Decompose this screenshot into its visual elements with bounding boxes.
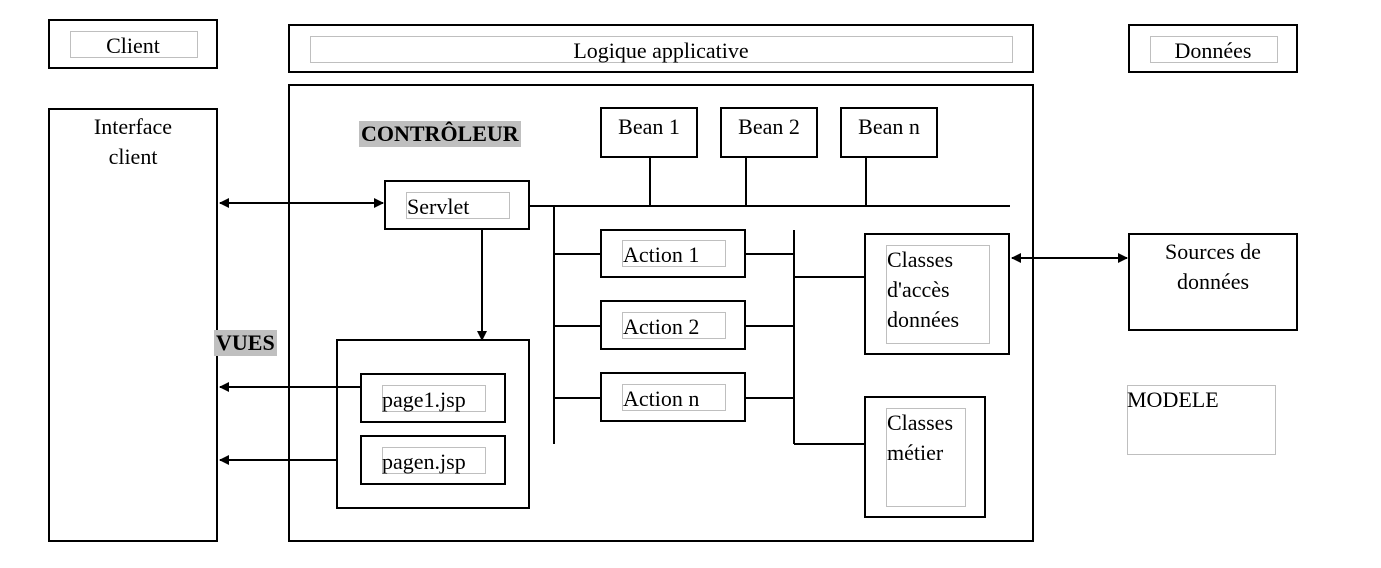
- page1-box: page1.jsp: [360, 373, 506, 423]
- action-1-label: Action 1: [623, 242, 700, 267]
- action-2-label: Action 2: [623, 314, 700, 339]
- interface-client-title-2: client: [108, 144, 158, 169]
- pagen-box: pagen.jsp: [360, 435, 506, 485]
- pagen-label: pagen.jsp: [382, 449, 466, 474]
- client-header-label: Client: [106, 33, 160, 58]
- servlet-box: Servlet: [384, 180, 530, 230]
- donnees-header-box: Données: [1128, 24, 1298, 73]
- vues-label: VUES: [214, 330, 277, 356]
- classes-acces-line-1: Classes: [887, 247, 953, 272]
- sources-line-1: Sources de: [1165, 239, 1261, 264]
- bean-2-label: Bean 2: [738, 114, 800, 139]
- logique-header-label: Logique applicative: [573, 38, 749, 63]
- classes-acces-line-2: d'accès: [887, 277, 950, 302]
- logique-container: [288, 84, 1034, 542]
- action-2-inner: [622, 312, 726, 339]
- controleur-label: CONTRÔLEUR: [359, 121, 521, 147]
- bean-n-box: Bean n: [840, 107, 938, 158]
- interface-client-title-1: Interface: [93, 114, 173, 139]
- client-header-box: Client: [48, 19, 218, 69]
- action-n-box: Action n: [600, 372, 746, 422]
- classes-metier-line-2: métier: [887, 440, 944, 465]
- client-header-inner: [70, 31, 198, 58]
- classes-metier-inner: [886, 408, 966, 507]
- servlet-inner: [406, 192, 510, 219]
- bean-1-label: Bean 1: [618, 114, 680, 139]
- logique-header-inner: [310, 36, 1013, 63]
- bean-1-box: Bean 1: [600, 107, 698, 158]
- bean-n-label: Bean n: [858, 114, 920, 139]
- action-2-box: Action 2: [600, 300, 746, 350]
- page1-label: page1.jsp: [382, 387, 466, 412]
- pagen-inner: [382, 447, 486, 474]
- sources-donnees-box: Sources de données: [1128, 233, 1298, 331]
- vues-container: page1.jsp pagen.jsp: [336, 339, 530, 509]
- action-1-box: Action 1: [600, 229, 746, 278]
- action-1-inner: [622, 240, 726, 267]
- classes-metier-line-1: Classes: [887, 410, 953, 435]
- classes-metier-box: Classes métier: [864, 396, 986, 518]
- servlet-label: Servlet: [407, 194, 470, 219]
- interface-client-panel: Interface client: [48, 108, 218, 542]
- classes-acces-line-3: données: [887, 307, 960, 332]
- page1-inner: [382, 385, 486, 412]
- modele-label: MODELE: [1127, 387, 1219, 412]
- donnees-header-label: Données: [1174, 38, 1252, 63]
- bean-2-box: Bean 2: [720, 107, 818, 158]
- logique-header-box: Logique applicative: [288, 24, 1034, 73]
- donnees-header-inner: [1150, 36, 1278, 63]
- modele-label-box: [1127, 385, 1276, 455]
- action-n-label: Action n: [623, 386, 700, 411]
- action-n-inner: [622, 384, 726, 411]
- classes-acces-box: Classes d'accès données: [864, 233, 1010, 355]
- sources-line-2: données: [1176, 269, 1250, 294]
- classes-acces-inner: [886, 245, 990, 344]
